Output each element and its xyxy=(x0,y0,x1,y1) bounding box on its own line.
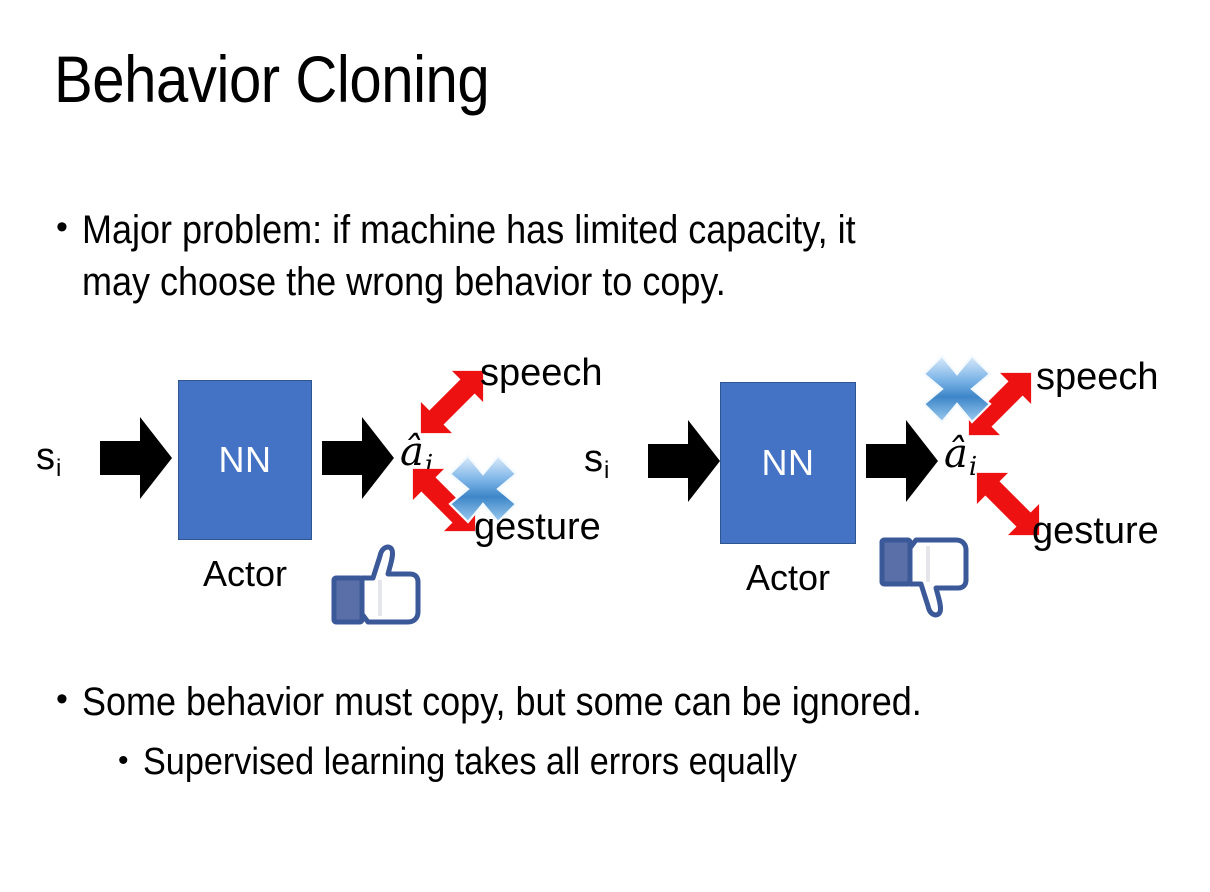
bullet-marker-icon: • xyxy=(56,680,68,718)
branch-arrow-speech-icon xyxy=(948,352,1052,456)
thumbs-up-icon xyxy=(328,536,424,632)
input-arrow-icon xyxy=(648,418,720,504)
cross-out-x-icon xyxy=(920,352,994,426)
action-output-label: âi xyxy=(944,434,977,480)
output-arrow-icon xyxy=(322,415,394,501)
nn-box-label: NN xyxy=(218,439,272,480)
bullet-text: Supervised learning takes all errors equ… xyxy=(142,741,797,783)
nn-box: NN xyxy=(178,380,312,540)
thumbs-down-icon xyxy=(876,530,972,626)
action-subscript: i xyxy=(968,451,978,482)
page-title: Behavior Cloning xyxy=(54,42,490,116)
nn-box-label: NN xyxy=(761,442,815,483)
state-input-label: si xyxy=(584,440,609,483)
diagram-behavior-cloning-good: si NN Actor âi sp xyxy=(22,340,612,635)
cross-out-x-icon xyxy=(446,452,520,526)
branch-arrow-gesture-icon xyxy=(956,452,1060,556)
branch-arrow-speech-icon xyxy=(400,350,504,454)
actor-caption: Actor xyxy=(202,553,288,594)
branch-label-speech: speech xyxy=(1036,356,1159,398)
nn-box: NN xyxy=(720,382,856,544)
actor-caption: Actor xyxy=(745,557,831,598)
action-subscript: i xyxy=(424,449,434,480)
output-arrow-icon xyxy=(866,418,938,504)
branch-arrow-gesture-icon xyxy=(392,448,496,552)
state-symbol: s xyxy=(584,438,603,480)
action-symbol: â xyxy=(944,431,968,477)
branch-label-gesture: gesture xyxy=(1032,510,1159,552)
input-arrow-icon xyxy=(100,415,172,501)
state-symbol: s xyxy=(36,436,55,478)
action-symbol: â xyxy=(400,429,424,475)
branch-label-speech: speech xyxy=(480,352,603,394)
bullet-item-major-problem: • Major problem: if machine has limited … xyxy=(56,204,1176,308)
bullet-text: Some behavior must copy, but some can be… xyxy=(81,680,922,724)
state-input-label: si xyxy=(36,438,61,481)
action-output-label: âi xyxy=(400,432,433,478)
bullet-item-supervised-learning: • Supervised learning takes all errors e… xyxy=(118,738,1178,787)
bullet-text: Major problem: if machine has limited ca… xyxy=(81,208,856,304)
bullet-item-some-behavior: • Some behavior must copy, but some can … xyxy=(56,676,1186,728)
bullet-marker-icon: • xyxy=(56,208,68,246)
state-subscript: i xyxy=(56,454,62,482)
diagram-behavior-cloning-bad: si NN Actor âi sp xyxy=(570,340,1160,635)
bullet-marker-icon: • xyxy=(118,744,129,777)
state-subscript: i xyxy=(604,456,610,484)
